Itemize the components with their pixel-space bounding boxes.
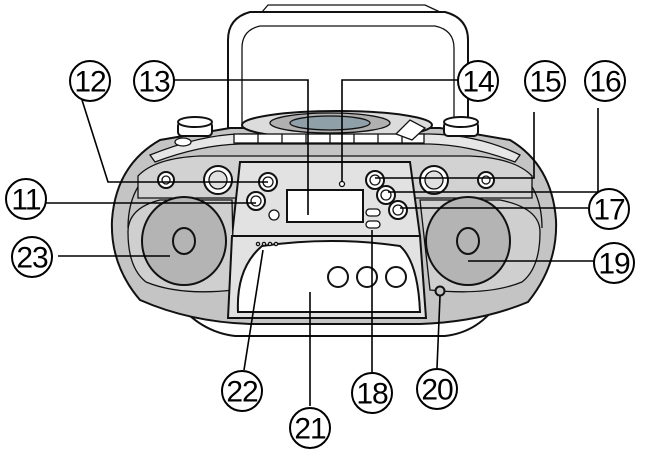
callout-11: 11	[5, 178, 47, 220]
callout-13: 13	[133, 60, 175, 102]
callout-16-label: 16	[589, 66, 621, 99]
callout-19: 19	[593, 242, 635, 284]
lid-latch	[394, 119, 427, 141]
callout-13-label: 13	[138, 66, 170, 99]
callout-22-label: 22	[226, 376, 258, 409]
center-control-panel	[230, 161, 422, 237]
callout-16: 16	[584, 60, 626, 102]
callout-12-label: 12	[74, 66, 106, 99]
cassette-keys	[233, 133, 425, 144]
callout-14: 14	[457, 60, 499, 102]
callout-22: 22	[221, 370, 263, 412]
callout-23-label: 23	[16, 242, 48, 275]
callout-20: 20	[416, 368, 458, 410]
headphone-jack	[434, 285, 446, 297]
callout-18-label: 18	[356, 378, 388, 411]
callout-23: 23	[11, 236, 53, 278]
top-deck	[233, 110, 433, 144]
left-speaker	[127, 196, 235, 293]
right-speaker	[419, 196, 541, 293]
callout-15-label: 15	[529, 66, 561, 99]
lcd-display	[286, 189, 364, 223]
switch-18a	[365, 208, 381, 217]
callout-17-label: 17	[593, 194, 625, 227]
callout-12: 12	[69, 60, 111, 102]
callout-18: 18	[351, 372, 393, 414]
right-knob	[443, 116, 479, 137]
callout-14-label: 14	[462, 66, 494, 99]
callout-21: 21	[289, 407, 331, 449]
callout-21-label: 21	[294, 413, 326, 446]
callout-17: 17	[588, 188, 630, 230]
callout-15: 15	[524, 60, 566, 102]
cassette-door	[226, 235, 428, 319]
callout-20-label: 20	[421, 374, 453, 407]
callout-19-label: 19	[598, 248, 630, 281]
left-knob	[174, 116, 213, 147]
carry-handle	[227, 4, 469, 130]
standby-led	[338, 180, 346, 188]
callout-11-label: 11	[11, 184, 40, 217]
switch-18b	[365, 220, 381, 229]
